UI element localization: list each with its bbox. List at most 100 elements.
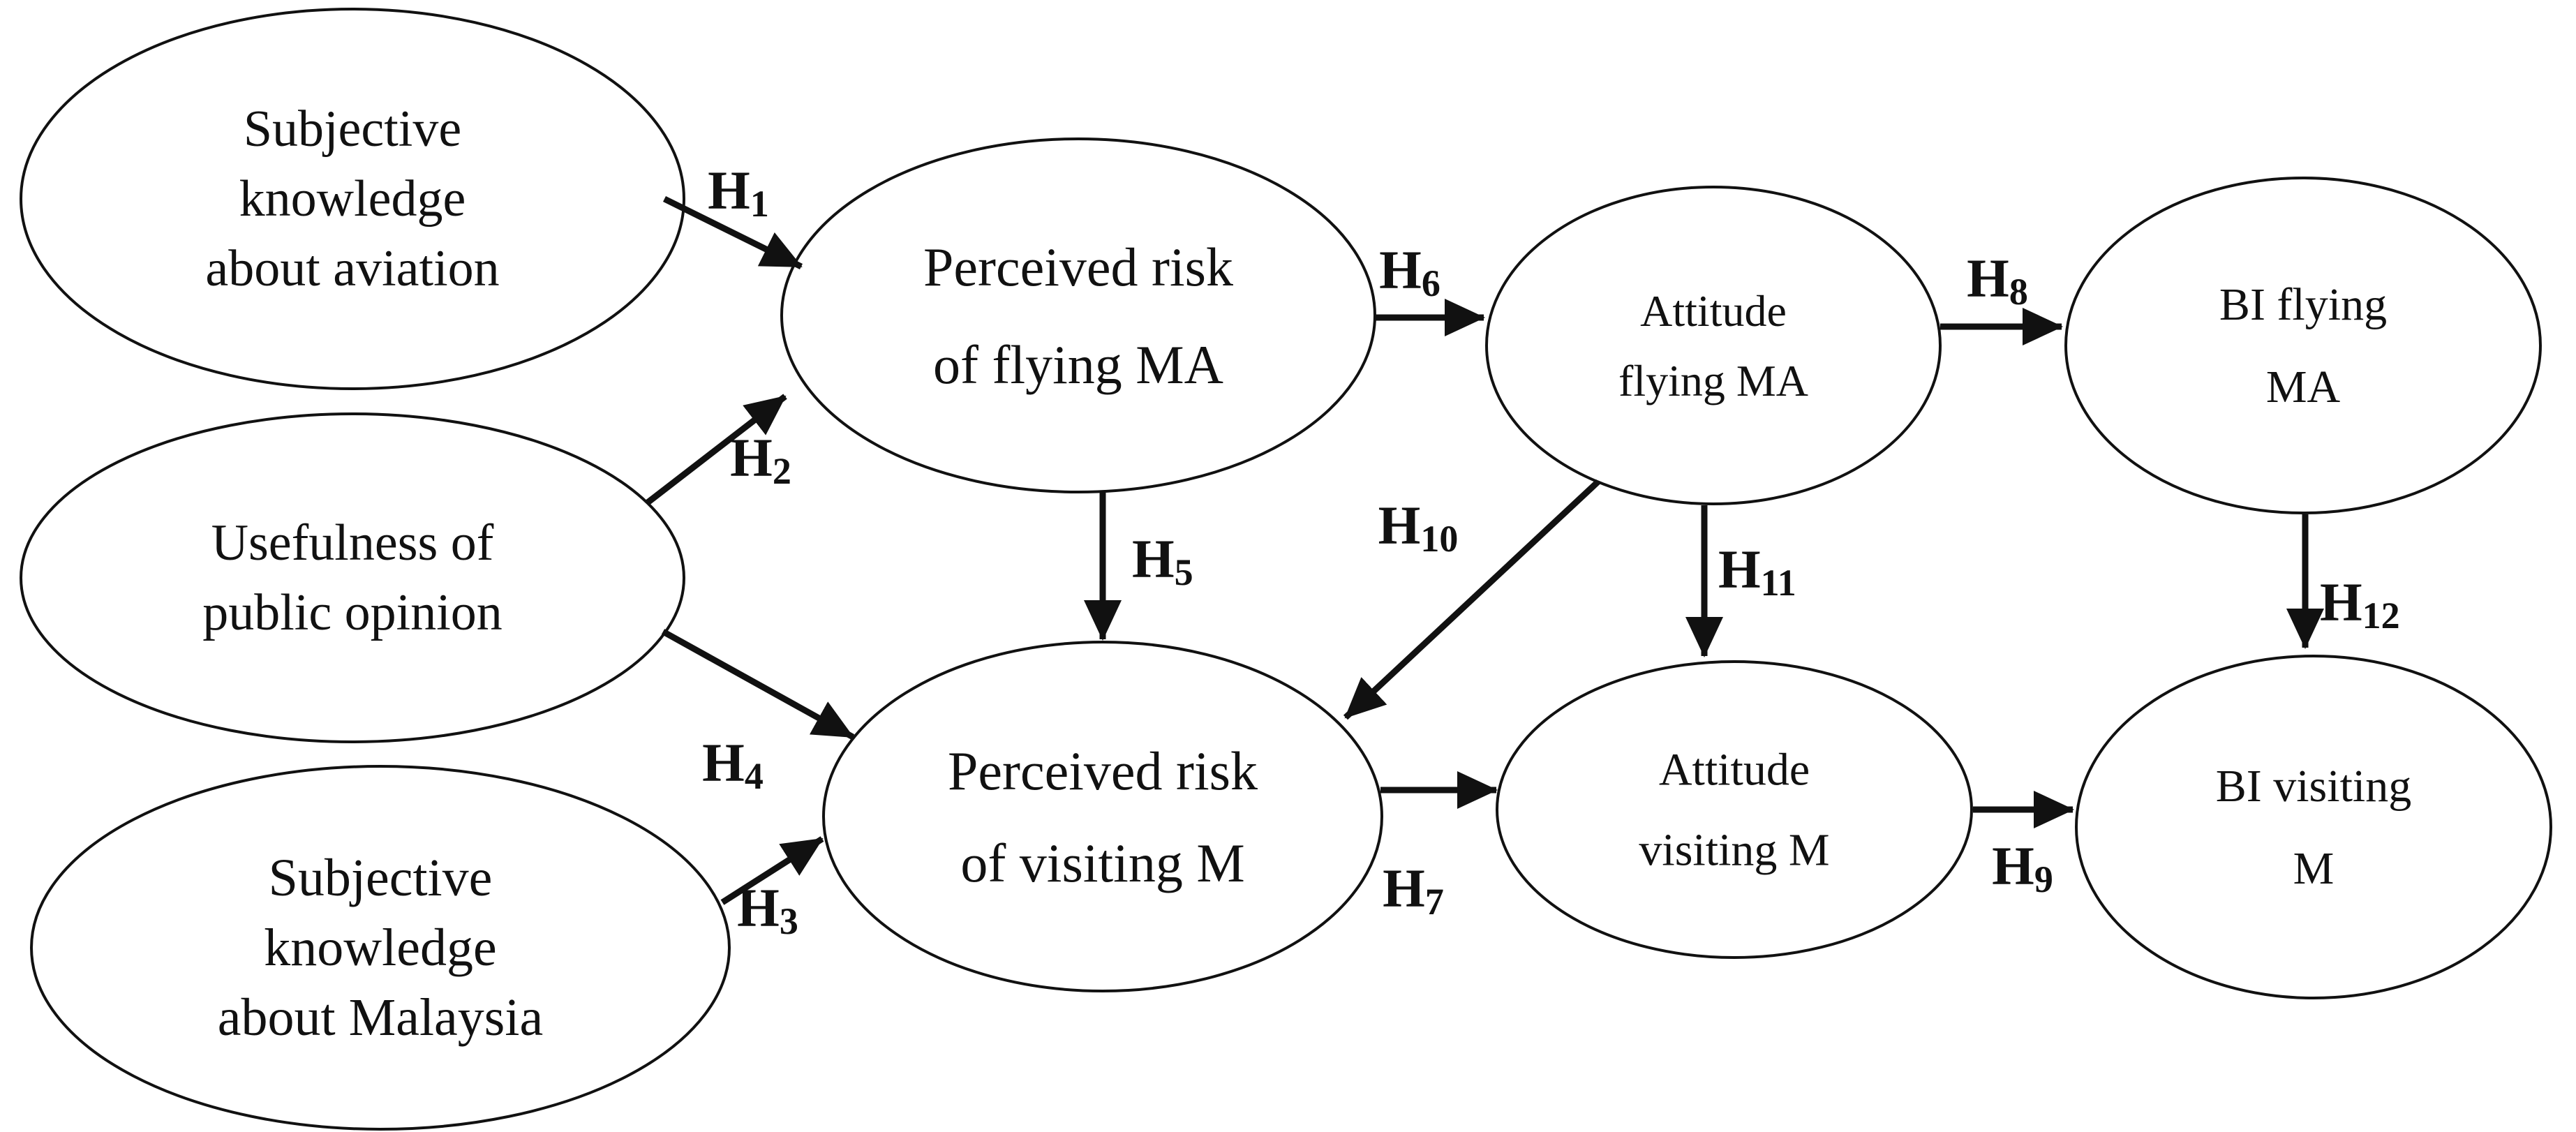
- arrow-label-main: H: [1379, 239, 1422, 300]
- node-label-line: Usefulness of: [211, 514, 494, 572]
- arrow-label-main: H: [737, 877, 780, 938]
- node-label-line: Perceived risk: [923, 237, 1233, 297]
- node-label-line: about Malaysia: [218, 988, 543, 1047]
- node-label-line: about aviation: [205, 240, 499, 297]
- node-label-line: M: [2293, 843, 2335, 894]
- arrow-h1: [663, 195, 803, 270]
- node-ellipse-perceived-risk-flying-ma: [780, 137, 1376, 493]
- arrow-label-subscript: 7: [1425, 881, 1444, 923]
- arrow-label-h6: H6: [1379, 239, 1440, 305]
- node-label-line: Perceived risk: [948, 740, 1258, 801]
- arrow-label-subscript: 11: [1761, 562, 1796, 604]
- arrow-label-h2: H2: [730, 427, 791, 493]
- arrow-label-h11: H11: [1718, 539, 1796, 604]
- arrow-h2: [646, 394, 787, 505]
- node-label-usefulness-public-opinion: Usefulness of public opinion: [202, 514, 502, 641]
- hypothesis-h5: H5: [1084, 493, 1193, 641]
- hypothesis-h1: H1: [663, 160, 803, 270]
- arrow-label-subscript: 9: [2034, 858, 2053, 900]
- arrow-h10: [1343, 479, 1601, 720]
- arrow-label-main: H: [1378, 495, 1421, 556]
- arrow-label-main: H: [730, 427, 773, 488]
- node-label-line: Subjective: [269, 849, 493, 907]
- node-label-line: BI visiting: [2216, 761, 2412, 812]
- node-label-line: BI flying: [2219, 279, 2387, 330]
- arrow-label-main: H: [1718, 539, 1761, 599]
- arrow-label-main: H: [2320, 572, 2362, 632]
- hypothesis-h6: H6: [1373, 239, 1485, 336]
- node-label-attitude-flying-ma: Attitude flying MA: [1618, 286, 1808, 405]
- node-label-line: MA: [2266, 362, 2341, 412]
- arrow-label-subscript: 8: [2009, 271, 2028, 313]
- node-label-perceived-risk-flying-ma: Perceived risk of flying MA: [923, 237, 1233, 395]
- arrow-label-main: H: [1992, 835, 2034, 896]
- arrow-label-subscript: 4: [745, 755, 764, 797]
- node-attitude-flying-ma: Attitude flying MA: [1485, 186, 1942, 505]
- node-perceived-risk-flying-ma: Perceived risk of flying MA: [780, 137, 1376, 493]
- node-ellipse-perceived-risk-visiting-m: [822, 641, 1383, 992]
- hypothesis-h12: H12: [2286, 514, 2400, 649]
- hypothesis-h11: H11: [1685, 505, 1796, 657]
- node-label-line: of flying MA: [933, 334, 1223, 395]
- node-label-line: flying MA: [1618, 356, 1808, 405]
- node-label-line: Attitude: [1640, 286, 1787, 336]
- hypothesis-h10: H10: [1343, 479, 1601, 720]
- arrow-label-subscript: 12: [2362, 595, 2400, 636]
- node-usefulness-public-opinion: Usefulness of public opinion: [20, 412, 685, 743]
- arrow-label-h4: H4: [702, 732, 764, 798]
- node-ellipse-bi-flying-ma: [2064, 177, 2542, 514]
- node-ellipse-attitude-flying-ma: [1485, 186, 1942, 505]
- arrow-label-h12: H12: [2320, 572, 2400, 637]
- node-label-line: of visiting M: [960, 833, 1244, 893]
- arrow-label-subscript: 2: [773, 450, 791, 492]
- node-label-line: public opinion: [202, 584, 502, 641]
- hypothesis-h9: H9: [1973, 791, 2074, 901]
- node-ellipse-subjective-knowledge-aviation: [20, 8, 685, 390]
- arrow-label-main: H: [702, 732, 745, 793]
- node-label-line: visiting M: [1639, 824, 1829, 875]
- arrow-label-h10: H10: [1378, 495, 1459, 560]
- arrow-label-main: H: [1967, 248, 2009, 308]
- hypothesis-h2: H2: [646, 394, 791, 505]
- node-ellipse-bi-visiting-m: [2075, 655, 2552, 999]
- node-label-attitude-visiting-m: Attitude visiting M: [1639, 744, 1829, 875]
- node-ellipse-subjective-knowledge-malaysia: [30, 765, 731, 1131]
- hypothesis-h4: H4: [661, 629, 855, 798]
- node-label-perceived-risk-visiting-m: Perceived risk of visiting M: [948, 740, 1258, 893]
- node-perceived-risk-visiting-m: Perceived risk of visiting M: [822, 641, 1383, 992]
- arrow-label-h7: H7: [1383, 858, 1444, 923]
- arrow-label-main: H: [1132, 528, 1175, 589]
- node-label-subjective-knowledge-malaysia: Subjective knowledge about Malaysia: [218, 849, 543, 1047]
- hypothesis-h8: H8: [1940, 248, 2063, 345]
- node-label-line: Subjective: [244, 100, 461, 158]
- node-attitude-visiting-m: Attitude visiting M: [1496, 660, 1973, 959]
- arrow-label-h9: H9: [1992, 835, 2053, 901]
- arrow-label-h3: H3: [737, 877, 798, 943]
- arrow-label-h1: H1: [708, 160, 769, 225]
- arrow-label-subscript: 3: [780, 900, 798, 942]
- node-label-line: knowledge: [264, 918, 496, 977]
- arrow-label-subscript: 10: [1420, 518, 1458, 560]
- arrow-label-subscript: 6: [1422, 262, 1440, 304]
- arrow-label-h8: H8: [1967, 248, 2028, 313]
- node-ellipse-usefulness-public-opinion: [20, 412, 685, 743]
- arrow-label-h5: H5: [1132, 528, 1193, 594]
- node-label-line: Attitude: [1659, 744, 1810, 795]
- hypothesis-h3: H3: [720, 836, 824, 943]
- hypothesis-h7: H7: [1380, 771, 1498, 923]
- arrow-h3: [720, 836, 824, 905]
- arrow-label-subscript: 5: [1175, 551, 1193, 593]
- node-ellipse-attitude-visiting-m: [1496, 660, 1973, 959]
- arrow-label-main: H: [708, 160, 750, 221]
- arrow-h4: [661, 629, 855, 740]
